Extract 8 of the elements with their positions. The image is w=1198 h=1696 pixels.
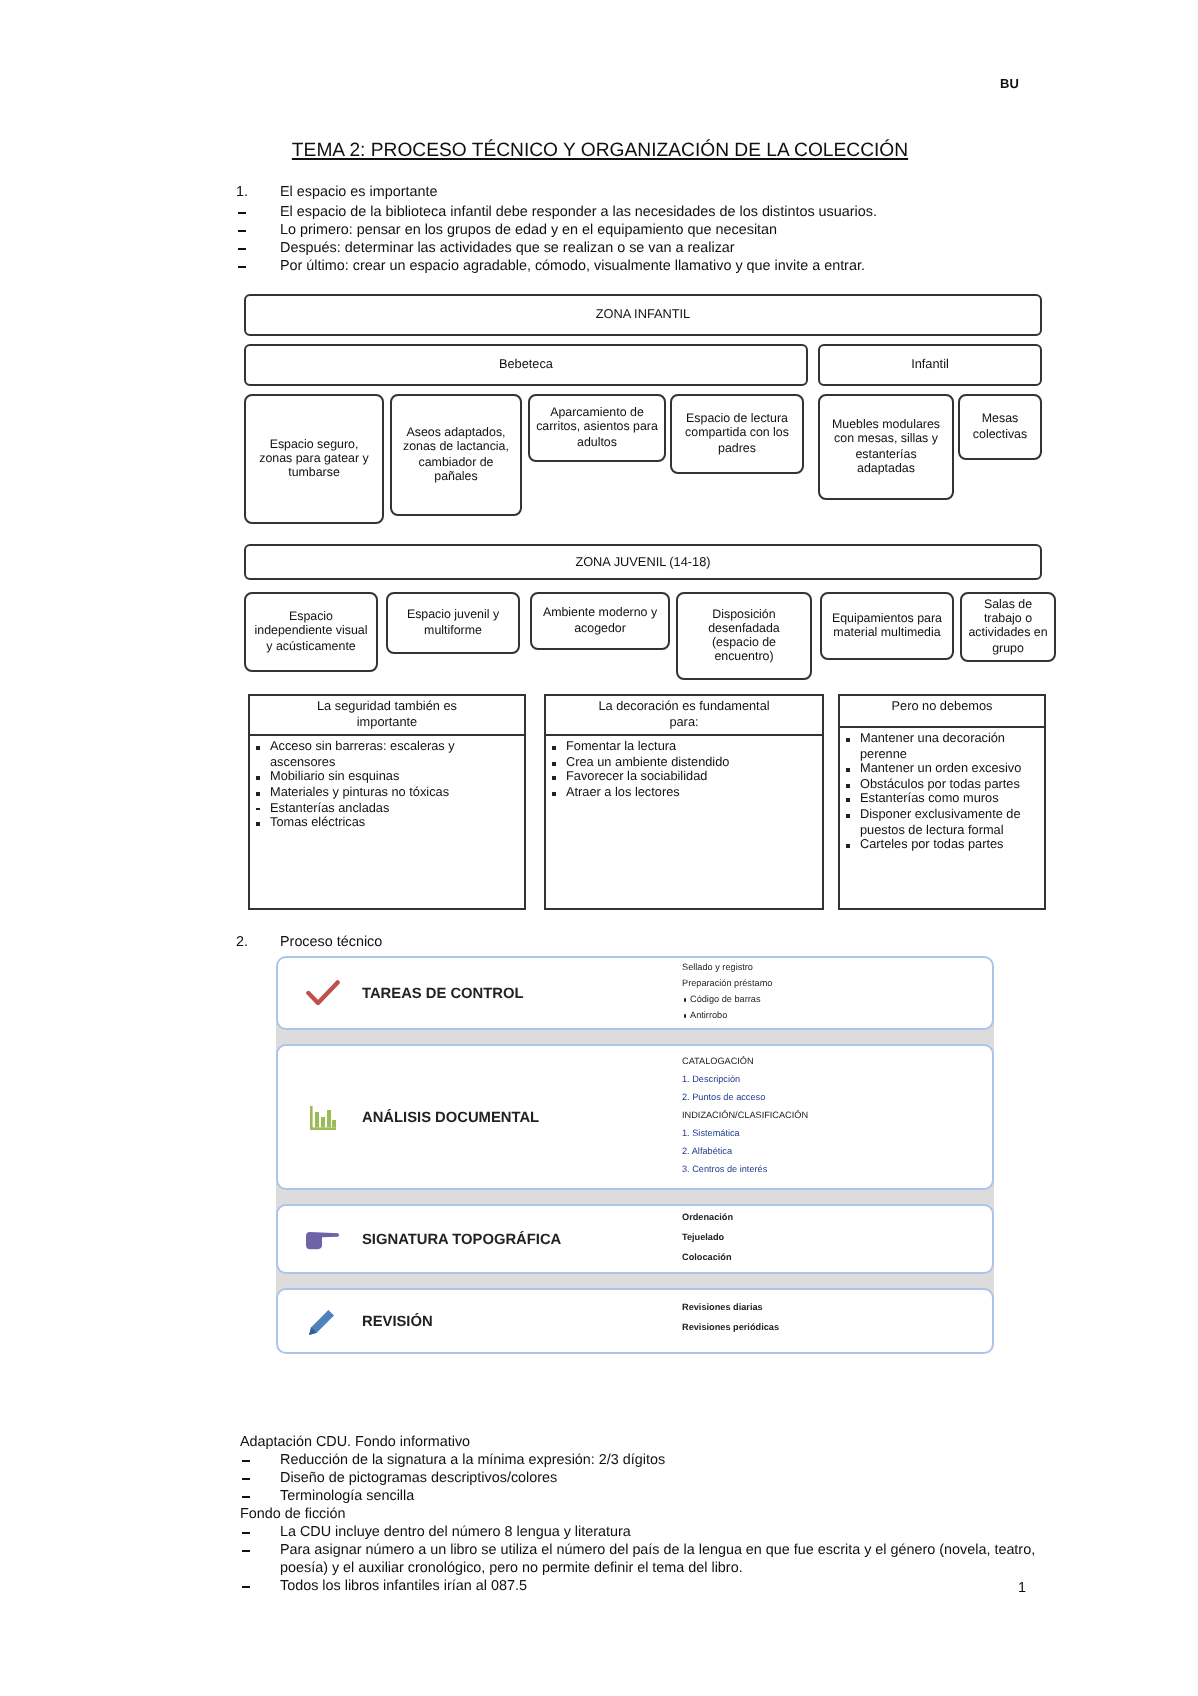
- page-title: TEMA 2: PROCESO TÉCNICO Y ORGANIZACIÓN DE LA COLECCIÓN: [291, 140, 909, 162]
- process-card: [276, 956, 994, 1030]
- process-card: [276, 1288, 994, 1354]
- process-card: [276, 1204, 994, 1274]
- info-panel: [544, 694, 824, 910]
- info-panel: [838, 694, 1046, 910]
- process-card: [276, 1044, 994, 1190]
- info-panel: [248, 694, 526, 910]
